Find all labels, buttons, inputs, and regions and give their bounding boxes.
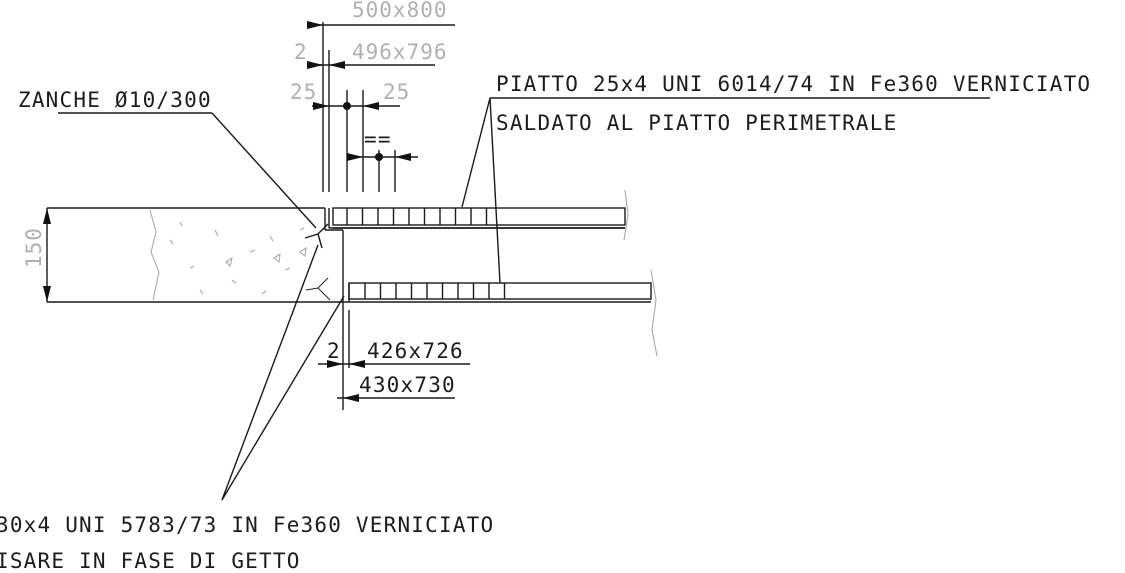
top-dimension-lines: [307, 21, 455, 192]
dim-496x796: 496x796: [352, 40, 448, 64]
dim-430x730: 430x730: [359, 373, 456, 397]
offset-left-label: 25: [290, 80, 317, 104]
slab-section: [43, 207, 345, 303]
plate-leader: [461, 97, 990, 284]
dim-426x726: 426x726: [367, 339, 464, 363]
plate-spec-line1: PIATTO 25x4 UNI 6014/74 IN Fe360 VERNICI…: [496, 72, 1091, 96]
gap-top-label: 2: [294, 40, 308, 64]
anchors-label: ZANCHE Ø10/300: [18, 88, 212, 112]
offset-right-label: 25: [383, 80, 410, 104]
plate-spec-line2: SALDATO AL PIATTO PERIMETRALE: [496, 111, 897, 135]
dim-500x800: 500x800: [352, 0, 448, 22]
annotation-text: 500x800 2 496x796 25 25 == ZANCHE Ø10/30…: [0, 0, 1091, 573]
angle-spec-line1: 30x4 UNI 5783/73 IN Fe360 VERNICIATO: [0, 513, 494, 537]
gap-bottom-label: 2: [327, 339, 341, 363]
anchor-leader: [58, 112, 317, 229]
angle-spec-line2: ISARE IN FASE DI GETTO: [0, 549, 301, 573]
height-dim-label: 150: [22, 227, 46, 268]
equal-spacing-mark: ==: [364, 127, 392, 151]
angle-frame: [324, 189, 658, 357]
bottom-dimension-lines: [318, 302, 470, 410]
angle-leader: [221, 244, 345, 501]
